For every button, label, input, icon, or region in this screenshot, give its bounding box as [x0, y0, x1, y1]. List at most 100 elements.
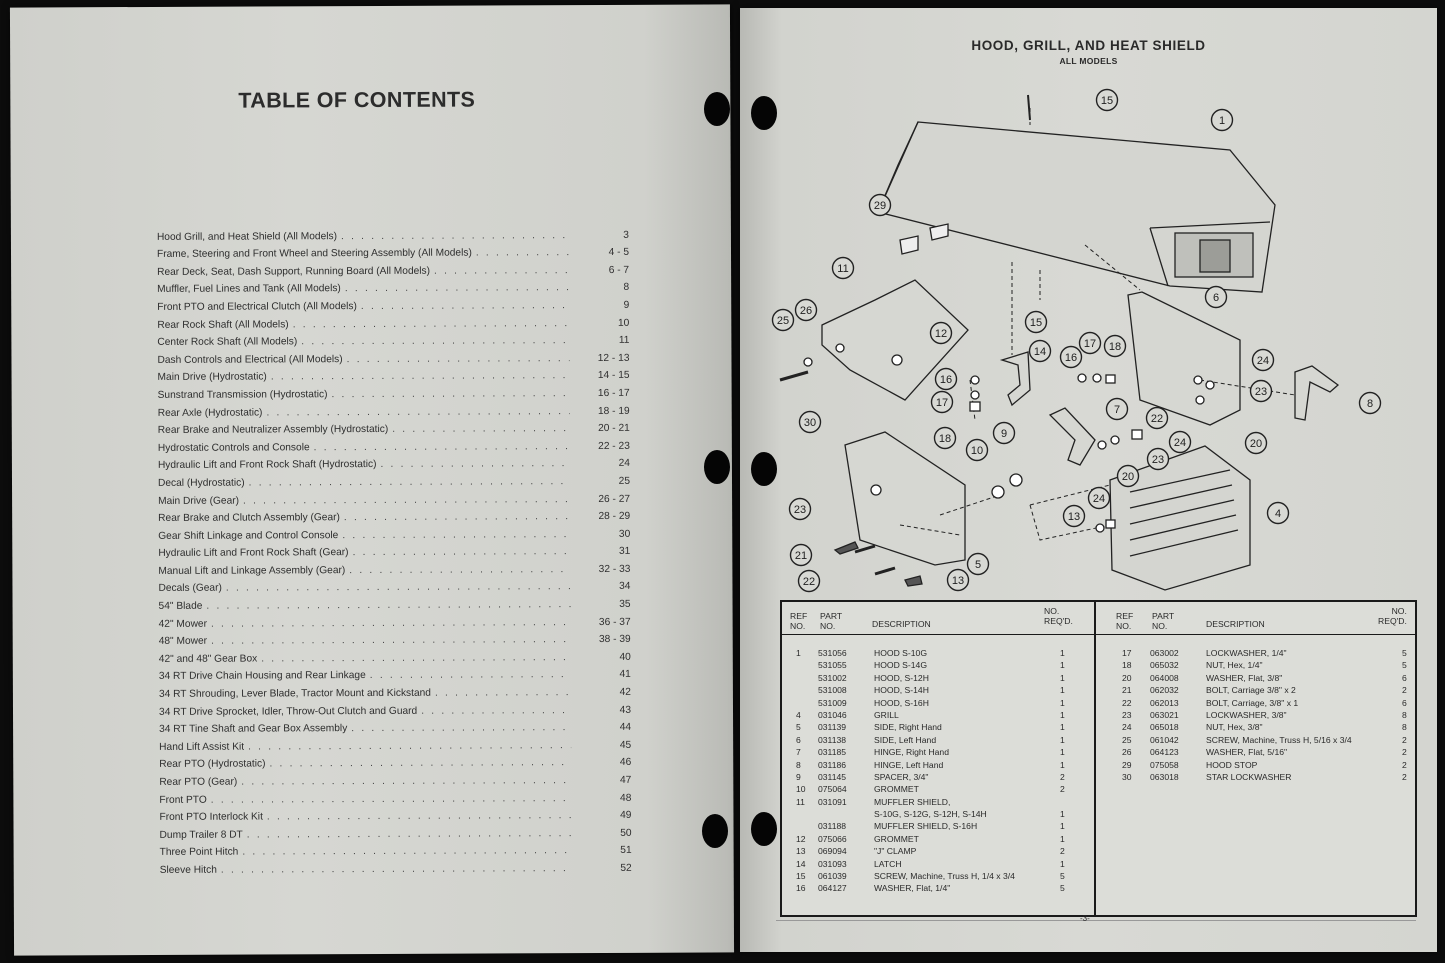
callout-label: 12: [935, 328, 947, 340]
callout-11: 11: [831, 256, 855, 280]
cell-part: 063002: [1150, 648, 1179, 658]
callout-22: 22: [797, 569, 821, 593]
cell-desc: MUFFLER SHIELD,: [874, 796, 951, 807]
muffler-shield-part: [821, 279, 969, 401]
callout-label: 4: [1275, 508, 1281, 520]
cell-desc: BOLT, Carriage 3/8" x 2: [1206, 685, 1296, 696]
callout-16: 16: [1059, 345, 1083, 369]
callout-18: 18: [1103, 334, 1127, 358]
callout-18: 18: [933, 426, 957, 450]
cell-part: 531009: [818, 697, 847, 708]
cell-desc: HOOD, S-16H: [874, 697, 929, 708]
callout-label: 24: [1257, 355, 1269, 367]
callout-label: 21: [795, 550, 807, 562]
callout-label: 15: [1030, 317, 1042, 329]
header-desc: DESCRIPTION: [1206, 619, 1265, 629]
header-part: PART NO.: [820, 611, 843, 631]
cell-req: 1: [1060, 734, 1065, 745]
cell-ref: 5: [796, 722, 801, 733]
cell-desc: GROMMET: [874, 833, 919, 844]
callout-label: 16: [1065, 352, 1077, 364]
callout-label: 13: [952, 575, 964, 587]
cell-desc: LATCH: [874, 858, 902, 869]
binder-hole: [704, 92, 730, 126]
cell-part: 031188: [818, 821, 847, 832]
cell-ref: 11: [796, 796, 805, 807]
cell-ref: 7: [796, 747, 801, 758]
callout-label: 1: [1219, 115, 1225, 127]
cell-part: 064008: [1150, 672, 1179, 683]
cell-ref: 24: [1122, 722, 1132, 733]
cell-desc: SCREW, Machine, Truss H, 1/4 x 3/4: [874, 871, 1015, 882]
header-desc: DESCRIPTION: [872, 619, 931, 629]
cell-desc: HINGE, Left Hand: [874, 759, 944, 770]
binder-hole: [702, 814, 728, 848]
cell-req: 2: [1060, 771, 1065, 782]
header-part: PART NO.: [1152, 611, 1175, 631]
parts-page-title: HOOD, GRILL, AND HEAT SHIELD: [971, 38, 1206, 53]
cell-part: 069094: [818, 846, 847, 857]
callout-23: 23: [1146, 447, 1170, 471]
fasteners: [779, 94, 1215, 587]
cell-part: 031093: [818, 858, 847, 869]
cell-req: 2: [1060, 784, 1065, 795]
cell-part: 061039: [818, 871, 847, 882]
cell-desc: SCREW, Machine, Truss H, 5/16 x 3/4: [1206, 734, 1352, 745]
callout-26: 26: [794, 298, 818, 322]
cell-req: 1: [1060, 685, 1065, 696]
callout-7: 7: [1105, 397, 1129, 421]
callout-label: 14: [1034, 346, 1046, 358]
callout-label: 20: [1122, 471, 1134, 483]
assembly-lines: [899, 108, 1296, 541]
cell-part: 531008: [818, 685, 847, 696]
cell-req: 2: [1402, 771, 1407, 782]
cell-ref: 9: [796, 771, 801, 782]
cell-desc: WASHER, Flat, 1/4": [874, 883, 951, 894]
callout-label: 29: [874, 200, 886, 212]
callout-label: 17: [936, 397, 948, 409]
cell-req: 2: [1402, 747, 1407, 758]
cell-req: 5: [1060, 871, 1065, 882]
callout-label: 23: [794, 504, 806, 516]
cell-part: 062013: [1150, 697, 1179, 708]
cell-desc: BOLT, Carriage, 3/8" x 1: [1206, 697, 1299, 708]
cell-req: 8: [1402, 722, 1407, 733]
cell-part: 064123: [1150, 747, 1179, 758]
cell-ref: 26: [1122, 747, 1132, 758]
cell-ref: 4: [796, 709, 801, 720]
cell-req: 8: [1402, 709, 1407, 720]
cell-req: 1: [1060, 709, 1065, 720]
grill-part: [1109, 445, 1251, 591]
cell-ref: 1: [796, 648, 801, 658]
cell-desc: S-10G, S-12G, S-12H, S-14H: [874, 809, 987, 820]
cell-desc: NUT, Hex, 1/4": [1206, 660, 1263, 671]
cell-desc: HINGE, Right Hand: [874, 747, 949, 758]
cell-req: 2: [1402, 685, 1407, 696]
callout-10: 10: [965, 438, 989, 462]
cell-req: 5: [1060, 883, 1065, 894]
cell-part: 075064: [818, 784, 847, 795]
cell-req: 5: [1402, 648, 1407, 658]
callout-8: 8: [1358, 391, 1382, 415]
cell-part: 064127: [818, 883, 847, 894]
cell-ref: 20: [1122, 672, 1132, 683]
cell-desc: LOCKWASHER, 3/8": [1206, 709, 1287, 720]
cell-desc: HOOD, S-12H: [874, 672, 929, 683]
cell-req: 6: [1402, 697, 1407, 708]
cell-part: 531055: [818, 660, 847, 671]
header-req: NO. REQ'D.: [1378, 606, 1407, 626]
cell-part: 063018: [1150, 771, 1179, 782]
